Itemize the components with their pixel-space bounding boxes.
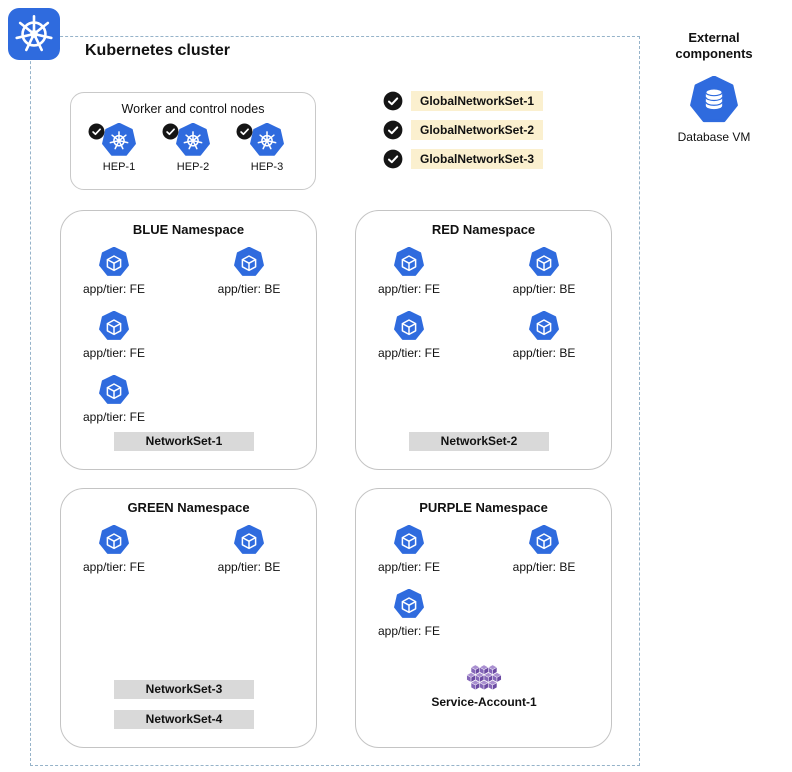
pod: app/tier: FE [354, 525, 464, 574]
pod-icon [99, 311, 129, 341]
namespace-purple: PURPLE Namespace app/tier: FE app/tier: … [355, 488, 612, 748]
global-networkset-row: GlobalNetworkSet-3 [383, 149, 544, 169]
pod-icon [99, 525, 129, 555]
pod-label: app/tier: FE [82, 560, 146, 574]
pod-label: app/tier: BE [217, 282, 281, 296]
node-label: HEP-2 [176, 161, 210, 173]
node-label: HEP-1 [102, 161, 136, 173]
node-label: HEP-3 [250, 161, 284, 173]
pod-icon [529, 311, 559, 341]
pod-icon [99, 247, 129, 277]
namespace-title: GREEN Namespace [127, 500, 250, 515]
check-icon [383, 149, 403, 169]
worker-box-title: Worker and control nodes [121, 102, 265, 116]
worker-nodes-box: Worker and control nodes HEP-1 HEP-2 HEP… [70, 92, 316, 190]
pod-icon [529, 247, 559, 277]
global-networkset-row: GlobalNetworkSet-1 [383, 91, 544, 111]
namespace-title: RED Namespace [431, 222, 536, 237]
namespace-red: RED Namespace app/tier: FE app/tier: BE … [355, 210, 612, 470]
external-components-title: External components [675, 30, 753, 62]
pod: app/tier: BE [489, 247, 599, 296]
pod: app/tier: FE [59, 525, 169, 574]
pod: app/tier: BE [489, 311, 599, 360]
cluster-title: Kubernetes cluster [85, 42, 230, 59]
node-icon [250, 123, 284, 157]
pod-label: app/tier: FE [82, 410, 146, 424]
pod-icon [394, 311, 424, 341]
node-icon [176, 123, 210, 157]
namespace-title: PURPLE Namespace [419, 500, 548, 515]
pod-icon [234, 247, 264, 277]
namespace-green: GREEN Namespace app/tier: FE app/tier: B… [60, 488, 317, 748]
service-account-label: Service-Account-1 [431, 695, 537, 709]
namespace-blue: BLUE Namespace app/tier: FE app/tier: BE… [60, 210, 317, 470]
service-account: Service-Account-1 [414, 659, 554, 709]
pod-icon [99, 375, 129, 405]
pod: app/tier: BE [194, 247, 304, 296]
networkset-label: NetworkSet-2 [409, 432, 549, 451]
pod-icon [529, 525, 559, 555]
pod-label: app/tier: FE [377, 346, 441, 360]
pod: app/tier: FE [59, 247, 169, 296]
service-account-icon [460, 659, 508, 691]
kubernetes-cluster-boundary [30, 36, 640, 766]
pod-label: app/tier: FE [377, 560, 441, 574]
pod-icon [394, 589, 424, 619]
nodes-row: HEP-1 HEP-2 HEP-3 [71, 123, 315, 173]
node-hep-1: HEP-1 [97, 123, 141, 173]
kubernetes-logo-icon [8, 8, 60, 60]
pod: app/tier: FE [354, 589, 464, 638]
global-networkset-label: GlobalNetworkSet-3 [411, 149, 544, 169]
networkset-label: NetworkSet-4 [114, 710, 254, 729]
pod-label: app/tier: BE [217, 560, 281, 574]
check-icon [383, 120, 403, 140]
pod: app/tier: BE [194, 525, 304, 574]
node-hep-3: HEP-3 [245, 123, 289, 173]
check-icon [88, 123, 105, 140]
database-vm-icon [690, 76, 738, 124]
global-networkset-list: GlobalNetworkSet-1 GlobalNetworkSet-2 Gl… [383, 91, 544, 178]
pod-icon [394, 525, 424, 555]
pod-label: app/tier: FE [377, 624, 441, 638]
check-icon [162, 123, 179, 140]
check-icon [236, 123, 253, 140]
networkset-label: NetworkSet-1 [114, 432, 254, 451]
global-networkset-label: GlobalNetworkSet-1 [411, 91, 544, 111]
external-components-panel: External components Database VM [654, 30, 774, 144]
pod: app/tier: FE [354, 247, 464, 296]
check-icon [383, 91, 403, 111]
database-vm-label: Database VM [677, 129, 751, 144]
pod-label: app/tier: BE [512, 282, 576, 296]
networkset-label: NetworkSet-3 [114, 680, 254, 699]
node-icon [102, 123, 136, 157]
namespace-title: BLUE Namespace [132, 222, 245, 237]
global-networkset-row: GlobalNetworkSet-2 [383, 120, 544, 140]
pod: app/tier: BE [489, 525, 599, 574]
pod: app/tier: FE [59, 311, 169, 360]
pod: app/tier: FE [59, 375, 169, 424]
pod-icon [234, 525, 264, 555]
pod-label: app/tier: FE [82, 282, 146, 296]
global-networkset-label: GlobalNetworkSet-2 [411, 120, 544, 140]
pod-label: app/tier: BE [512, 346, 576, 360]
pod-icon [394, 247, 424, 277]
pod-label: app/tier: FE [377, 282, 441, 296]
pod: app/tier: FE [354, 311, 464, 360]
node-hep-2: HEP-2 [171, 123, 215, 173]
pod-label: app/tier: FE [82, 346, 146, 360]
pod-label: app/tier: BE [512, 560, 576, 574]
